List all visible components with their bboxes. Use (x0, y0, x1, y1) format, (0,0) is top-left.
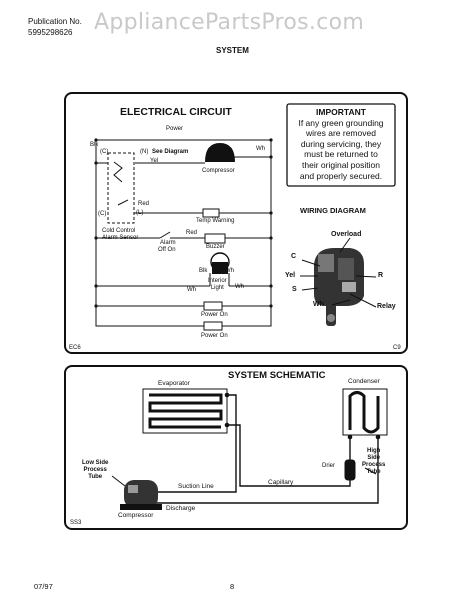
wiring-c-label: C (291, 253, 297, 260)
wh3-label: Wh (235, 284, 244, 290)
alarm-label: Alarm (160, 240, 176, 246)
power-on-light-2 (203, 321, 223, 331)
publication-label: Publication No. (28, 17, 82, 26)
c-label: (C) (100, 149, 109, 155)
schematic-compressor (120, 480, 162, 510)
wiring-diagram-title: WIRING DIAGRAM (300, 206, 366, 215)
compressor-wiring-illustration (314, 248, 364, 326)
cold-control-switch (113, 161, 123, 183)
n-label: (N) (140, 149, 149, 155)
electrical-circuit-title: ELECTRICAL CIRCUIT (120, 106, 232, 118)
watermark: AppliancePartsPros.com (94, 10, 365, 35)
alarm-sensor-label: Alarm Sensor (102, 235, 139, 241)
system-schematic-title: SYSTEM SCHEMATIC (228, 370, 326, 381)
drier (344, 459, 356, 481)
drier-label: Drier (322, 463, 335, 469)
blk-label: Blk (90, 142, 99, 148)
discharge-pipe (156, 470, 379, 504)
evaporator-label: Evaporator (158, 380, 190, 387)
c-code: C9 (393, 345, 401, 351)
ec-code: EC6 (69, 345, 81, 351)
important-line: and properly secured. (299, 170, 383, 181)
power-label: Power (166, 126, 184, 132)
condenser-frame (342, 388, 388, 436)
cold-control-label: Cold Control (102, 228, 136, 234)
wh4-label: Wh (225, 268, 234, 274)
interior-light-base (212, 262, 228, 274)
red-label: Red (138, 201, 150, 207)
discharge-label: Discharge (166, 505, 196, 512)
important-line: must be returned to (304, 149, 378, 160)
circuit-bus-wires (95, 139, 272, 327)
relay-label: Relay (377, 303, 396, 310)
footer-date: 07/97 (34, 582, 53, 591)
important-line: If any green grounding (298, 117, 384, 128)
footer-page: 8 (230, 582, 235, 591)
electrical-panel (64, 92, 408, 354)
suction-line-pipe (158, 394, 237, 493)
blk2-label: Blk (199, 268, 208, 274)
power-on-label-2: Power On (201, 333, 228, 339)
interior-light-label: Interior Light (208, 278, 227, 291)
see-diagram-label: See Diagram (152, 149, 189, 155)
evaporator-coil (148, 393, 223, 429)
wiring-yel-label: Yel (285, 272, 296, 279)
c2-label: (C) (98, 211, 107, 217)
high-side-label: High Side Process Tube (362, 448, 386, 475)
wiring-wh-label: Wh (313, 301, 324, 308)
yel-label: Yel (150, 158, 159, 164)
power-on-label-1: Power On (201, 312, 228, 318)
section-title: SYSTEM (216, 46, 249, 55)
condenser-label: Condenser (348, 378, 380, 385)
important-note: IMPORTANT If any green grounding wires a… (288, 107, 394, 181)
important-line: their original position (302, 159, 380, 170)
condenser-coil (348, 391, 380, 434)
wh2-label: Wh (187, 287, 196, 293)
l-label: (L) (136, 210, 144, 216)
cold-control-box (107, 152, 135, 224)
important-box (286, 103, 396, 187)
schematic-compressor-label: Compressor (118, 512, 154, 519)
buzzer-box (204, 233, 226, 244)
alarm-sensor-switch (117, 199, 129, 206)
compressor-label: Compressor (202, 168, 235, 174)
wh-label: Wh (256, 146, 265, 152)
power-on-light-1 (203, 301, 223, 311)
evaporator-frame (142, 388, 228, 434)
compressor-symbol (205, 143, 235, 162)
red2-label: Red (186, 230, 198, 236)
schematic-code: SS3 (70, 520, 82, 526)
off-on-label: Off On (158, 247, 176, 253)
overload-label: Overload (331, 231, 362, 238)
important-line: wires are removed (306, 128, 376, 139)
wiring-s-label: S (292, 286, 297, 293)
schematic-panel (64, 365, 408, 530)
capillary-label: Capillary (268, 479, 294, 486)
suction-line-label: Suction Line (178, 483, 214, 490)
buzzer-label: Buzzer (206, 244, 225, 250)
important-title: IMPORTANT (316, 107, 366, 117)
capillary-pipe (227, 424, 334, 487)
temp-warning-light (202, 208, 220, 218)
important-line: during servicing, they (300, 138, 382, 149)
alarm-switch (159, 231, 171, 239)
wiring-r-label: R (378, 272, 384, 279)
temp-warning-label: Temp Warning (196, 218, 235, 224)
publication-number: 5995298626 (28, 28, 73, 37)
low-side-label: Low Side Process Tube (82, 460, 109, 480)
